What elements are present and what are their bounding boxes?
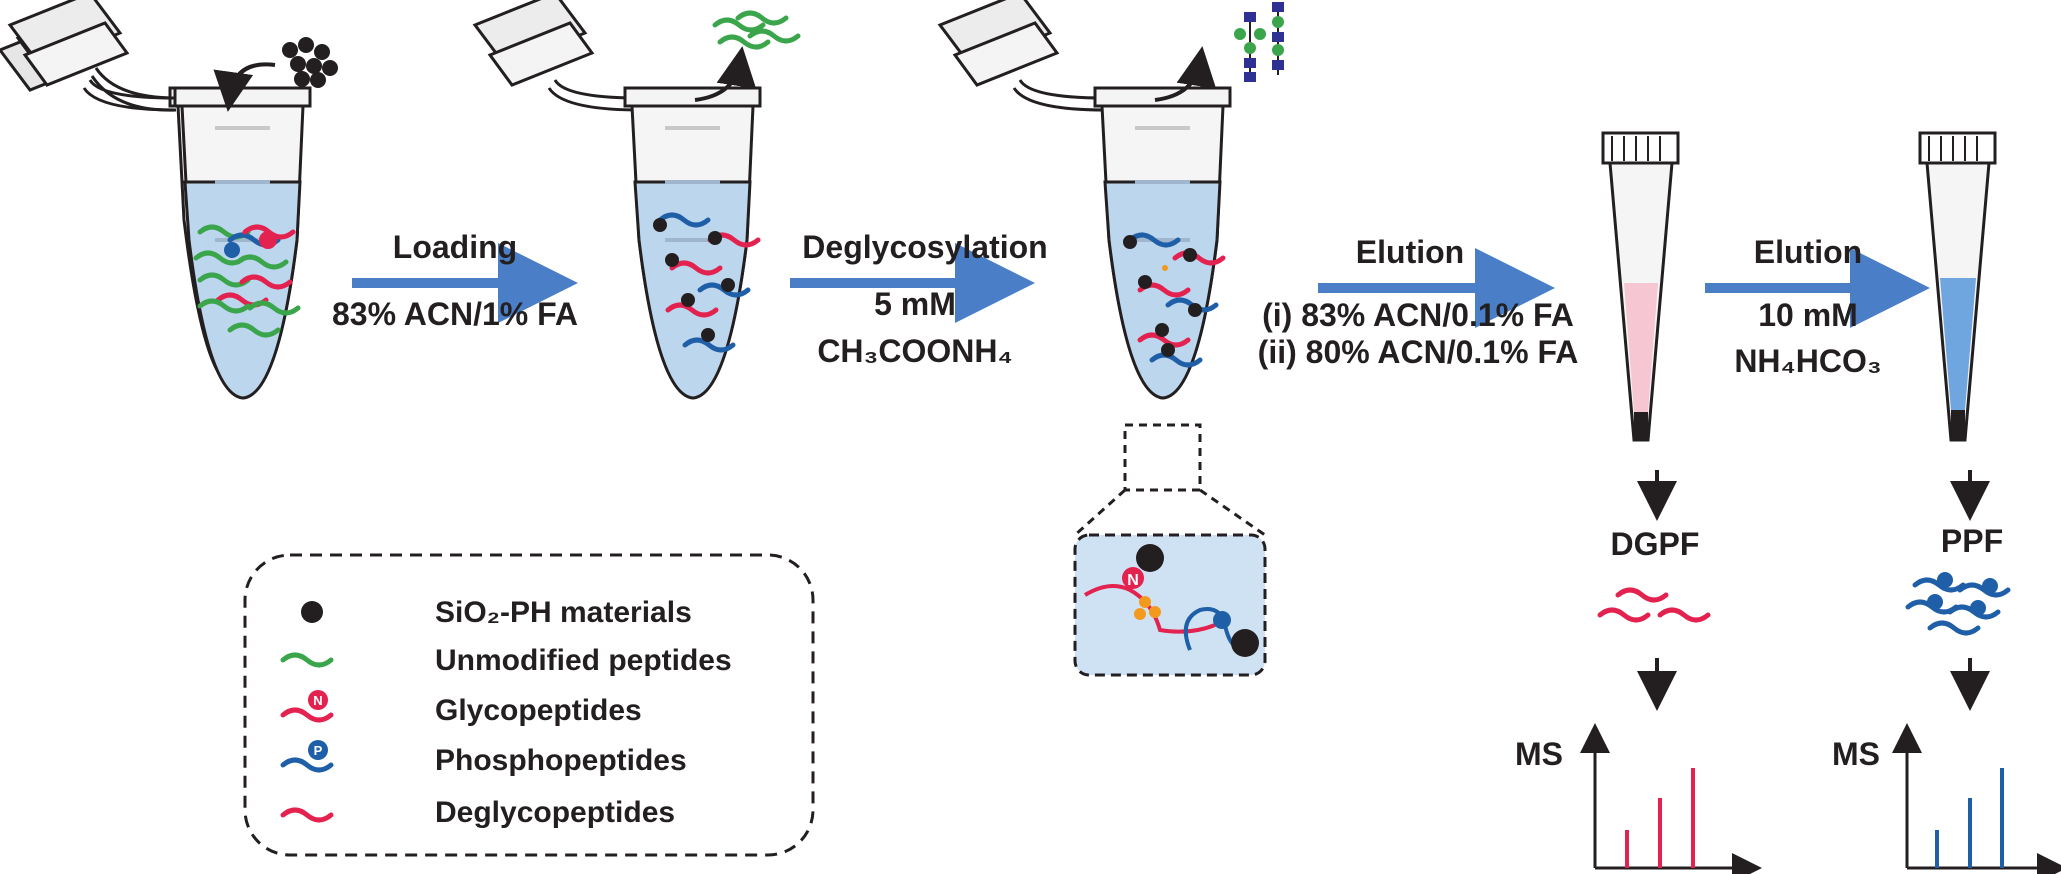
remove-arrow: [694, 46, 757, 102]
phosphopeptide-icon: P: [283, 740, 331, 770]
pipette-tip-icon: [1601, 131, 1680, 442]
legend-item-phospho: Phosphopeptides: [435, 744, 687, 777]
step-elution1-sub1: (i) 83% ACN/0.1% FA: [1262, 297, 1574, 333]
n-marker: N: [1127, 572, 1139, 589]
legend-item-deglyco: Deglycopeptides: [435, 796, 675, 829]
step-loading-title: Loading: [393, 229, 517, 265]
step-elution1-sub2: (ii) 80% ACN/0.1% FA: [1258, 334, 1579, 370]
spectrum-icon: MS: [1515, 723, 1762, 874]
legend-box: [243, 553, 815, 857]
step-deglyco-title: Deglycosylation: [802, 229, 1047, 265]
step-elution2-sub2: NH₄HCO₃: [1734, 343, 1881, 379]
fraction-dgpf: DGPF: [1611, 526, 1700, 562]
tube-icon: [7, 0, 312, 400]
step-deglyco-sub2: CH₃COONH₄: [817, 333, 1012, 369]
step-elution2-title: Elution: [1754, 234, 1862, 270]
legend-item-beads: SiO₂-PH materials: [435, 596, 692, 629]
ms-label-left: MS: [1515, 736, 1563, 772]
glycan-icon: [1234, 2, 1284, 82]
svg-text:P: P: [314, 743, 323, 758]
step-elution1-title: Elution: [1356, 234, 1464, 270]
phosphopeptide-icon: [1908, 572, 2008, 633]
svg-text:N: N: [313, 693, 322, 708]
deglycopeptide-icon: [1600, 590, 1708, 620]
unmodified-peptide-icon: [283, 655, 331, 665]
legend-item-unmodified: Unmodified peptides: [435, 644, 732, 677]
ms-label-right: MS: [1832, 736, 1880, 772]
fraction-ppf: PPF: [1941, 523, 2003, 559]
bead-icon: [282, 37, 338, 88]
step-loading-sub: 83% ACN/1% FA: [332, 296, 578, 332]
bead-icon: [301, 601, 323, 623]
spectrum-icon: MS: [1832, 723, 2061, 874]
step-deglyco-sub1: 5 mM: [874, 286, 956, 322]
legend: SiO₂-PH materials Unmodified peptides N …: [283, 596, 732, 829]
deglycopeptide-icon: [283, 810, 331, 820]
unmodified-peptide-icon: [715, 13, 798, 47]
peptide-icon: [653, 215, 758, 350]
glycopeptide-icon: N: [283, 690, 331, 720]
add-arrow: [213, 62, 276, 112]
tube-icon: [472, 0, 762, 400]
peptide-icon: [196, 227, 298, 335]
pipette-tip-icon: [1918, 131, 1997, 442]
remove-arrow: [1154, 46, 1217, 102]
legend-item-glyco: Glycopeptides: [435, 694, 642, 727]
zoom-region: [1123, 423, 1202, 492]
step-elution2-sub1: 10 mM: [1758, 297, 1858, 333]
peptide-icon: [1123, 235, 1223, 365]
zoom-inset: N: [1073, 533, 1267, 677]
